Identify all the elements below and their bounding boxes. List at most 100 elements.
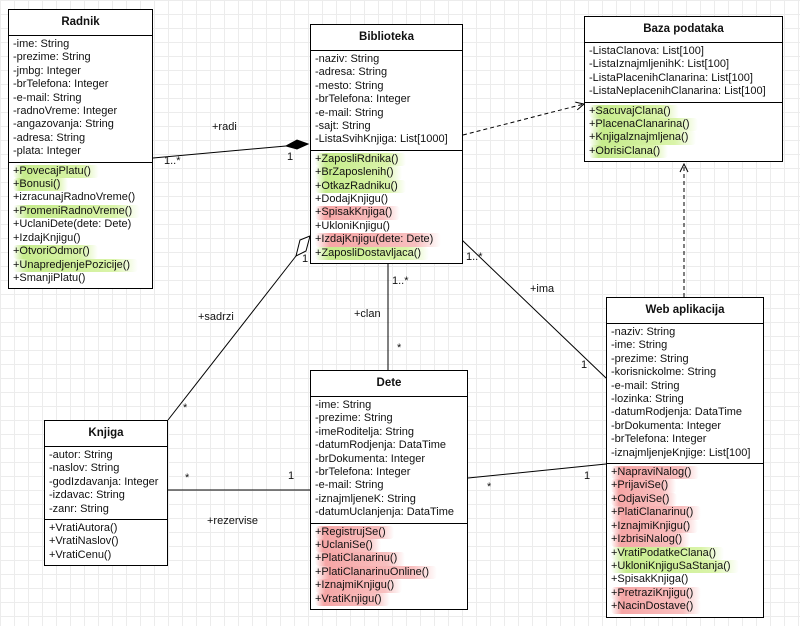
- attribute-row: -brTelefona: Integer: [12, 78, 149, 91]
- attribute-text: -prezime: String: [611, 352, 689, 365]
- class-dete[interactable]: Dete -ime: String-prezime: String-imeRod…: [310, 370, 468, 611]
- composition-diamond: [284, 139, 310, 150]
- method-row: +IznajmiKnjigu(): [610, 519, 760, 534]
- attribute-text: -iznajmljenjeKnjige: List[100]: [611, 446, 751, 459]
- method-row: +SmanjiPlatu(): [12, 272, 149, 285]
- role-label-rezervise: +rezervise: [207, 515, 259, 527]
- method-row: +VratiNaslov(): [48, 535, 164, 548]
- attribute-row: -ListaIznajmljenihK: List[100]: [588, 58, 779, 71]
- method-text: +UkloniKnjiguSaStanja(): [611, 559, 739, 574]
- method-row: +UkloniKnjigu(): [314, 220, 459, 233]
- attribute-row: -datumRodjenja: DataTime: [610, 406, 760, 419]
- method-text: +RegistrujSe(): [315, 525, 394, 540]
- attribute-row: -e-mail: String: [314, 479, 464, 492]
- method-row: +Knjigalznajmljena(): [588, 131, 779, 145]
- multiplicity-label: 1: [584, 470, 591, 482]
- attribute-row: -adresa: String: [12, 132, 149, 145]
- method-text: +DodajKnjigu(): [315, 193, 389, 206]
- method-text: +NapraviNalog(): [611, 466, 700, 480]
- multiplicity-label: 1..*: [164, 155, 181, 167]
- attribute-text: -ListaIznajmljenihK: List[100]: [589, 58, 730, 71]
- method-row: +OdjaviSe(): [610, 492, 760, 507]
- method-text: +VratiNaslov(): [49, 535, 119, 548]
- attribute-text: -imeRoditelja: String: [315, 425, 415, 438]
- method-row: +IzdajKnjigu(): [12, 232, 149, 245]
- attribute-text: -adresa: String: [13, 131, 86, 144]
- method-row: +VratiAutora(): [48, 522, 164, 535]
- class-title: Biblioteka: [311, 25, 462, 51]
- attribute-text: -naslov: String: [49, 462, 120, 475]
- method-row: +UclaniSe(): [314, 539, 464, 553]
- attribute-row: -ime: String: [610, 339, 760, 352]
- method-text: +Bonusi(): [13, 178, 69, 192]
- attribute-text: -lozinka: String: [611, 393, 684, 406]
- method-text: +PrijaviSe(): [611, 479, 677, 493]
- method-text: +SmanjiPlatu(): [13, 271, 86, 284]
- attribute-row: -jmbg: Integer: [12, 65, 149, 78]
- method-row: +IzbrisiNalog(): [610, 533, 760, 547]
- method-text: +izracunajRadnoVreme(): [13, 191, 136, 204]
- attribute-row: -datumRodjenja: DataTime: [314, 439, 464, 452]
- method-text: +PlatiClanarinuOnline(): [315, 565, 438, 580]
- method-text: +IznajmiKnjigu(): [611, 519, 699, 534]
- multiplicity-label: 1..*: [466, 251, 483, 263]
- method-text: +ZaposliRdnika(): [315, 152, 407, 167]
- attributes-section: -ime: String-prezime: String-imeRoditelj…: [311, 397, 467, 523]
- class-title: Web aplikacija: [607, 298, 763, 324]
- class-web-aplikacija[interactable]: Web aplikacija -naziv: String-ime: Strin…: [606, 297, 764, 618]
- method-text: +PlatiClanarinu(): [611, 506, 702, 520]
- methods-section: +NapraviNalog()+PrijaviSe()+OdjaviSe()+P…: [607, 463, 763, 616]
- method-text: +ZaposliDostavljaca(): [315, 246, 430, 261]
- method-row: +VratiPodatkeClana(): [610, 546, 760, 560]
- method-text: +Knjigalznajmljena(): [589, 131, 697, 145]
- method-row: +UclaniDete(dete: Dete): [12, 218, 149, 231]
- attribute-row: -mesto: String: [314, 80, 459, 93]
- attribute-text: -sajt: String: [315, 120, 371, 133]
- method-row: +PlatiClanarinu(): [610, 506, 760, 520]
- attribute-text: -e-mail: String: [13, 91, 82, 104]
- attribute-text: -ListaNeplacenihClanarina: List[100]: [589, 85, 766, 98]
- attribute-text: -korisnickolme: String: [611, 366, 717, 379]
- method-row: +OtkazRadniku(): [314, 179, 459, 194]
- attribute-row: -e-mail: String: [314, 107, 459, 120]
- class-biblioteka[interactable]: Biblioteka -naziv: String-adresa: String…: [310, 24, 463, 265]
- attribute-row: -godIzdavanja: Integer: [48, 476, 164, 489]
- multiplicity-label: *: [397, 342, 402, 354]
- attribute-row: -ListaClanova: List[100]: [588, 45, 779, 58]
- method-text: +PretraziKnjigu(): [611, 586, 702, 601]
- attribute-row: -brTelefona: Integer: [314, 93, 459, 106]
- method-row: +ObrisiClana(): [588, 144, 779, 159]
- association-biblioteka-web: [461, 239, 607, 379]
- method-row: +DodajKnjigu(): [314, 193, 459, 206]
- attribute-row: -autor: String: [48, 449, 164, 462]
- attributes-section: -autor: String-naslov: String-godIzdavan…: [45, 447, 167, 519]
- attribute-row: -brDokumenta: Integer: [314, 453, 464, 466]
- attribute-text: -jmbg: Integer: [13, 64, 81, 77]
- association-dete-web: [467, 463, 607, 479]
- method-row: +SpisakKnjiga(): [314, 206, 459, 220]
- method-text: +BrZaposlenih(): [315, 166, 402, 180]
- attribute-text: -angazovanja: String: [13, 118, 114, 131]
- attribute-text: -brDokumenta: Integer: [611, 419, 722, 432]
- method-row: +PlatiClanarinu(): [314, 552, 464, 566]
- attribute-row: -e-mail: String: [610, 380, 760, 393]
- attribute-row: -datumUclanjenja: DataTime: [314, 506, 464, 519]
- class-radnik[interactable]: Radnik -ime: String-prezime: String-jmbg…: [8, 9, 153, 290]
- attribute-row: -izdavac: String: [48, 489, 164, 502]
- attribute-text: -radnoVreme: Integer: [13, 105, 118, 118]
- method-row: +VratiKnjigu(): [314, 592, 464, 607]
- class-knjiga[interactable]: Knjiga -autor: String-naslov: String-god…: [44, 420, 168, 567]
- attribute-row: -ime: String: [12, 38, 149, 51]
- attribute-text: -zanr: String: [49, 502, 109, 515]
- attribute-text: -ListaPlacenihClanarina: List[100]: [589, 71, 753, 84]
- attribute-text: -brTelefona: Integer: [611, 433, 707, 446]
- attribute-text: -e-mail: String: [315, 479, 384, 492]
- attribute-text: -brTelefona: Integer: [315, 466, 411, 479]
- class-baza-podataka[interactable]: Baza podataka -ListaClanova: List[100]-L…: [584, 16, 783, 163]
- method-text: +OtkazRadniku(): [315, 179, 406, 194]
- attribute-text: -naziv: String: [315, 53, 380, 65]
- method-text: +UnapredjenjePozicije(): [13, 258, 139, 272]
- multiplicity-label: 1: [288, 470, 295, 482]
- method-row: +IzdajKnjigu(dete: Dete): [314, 233, 459, 247]
